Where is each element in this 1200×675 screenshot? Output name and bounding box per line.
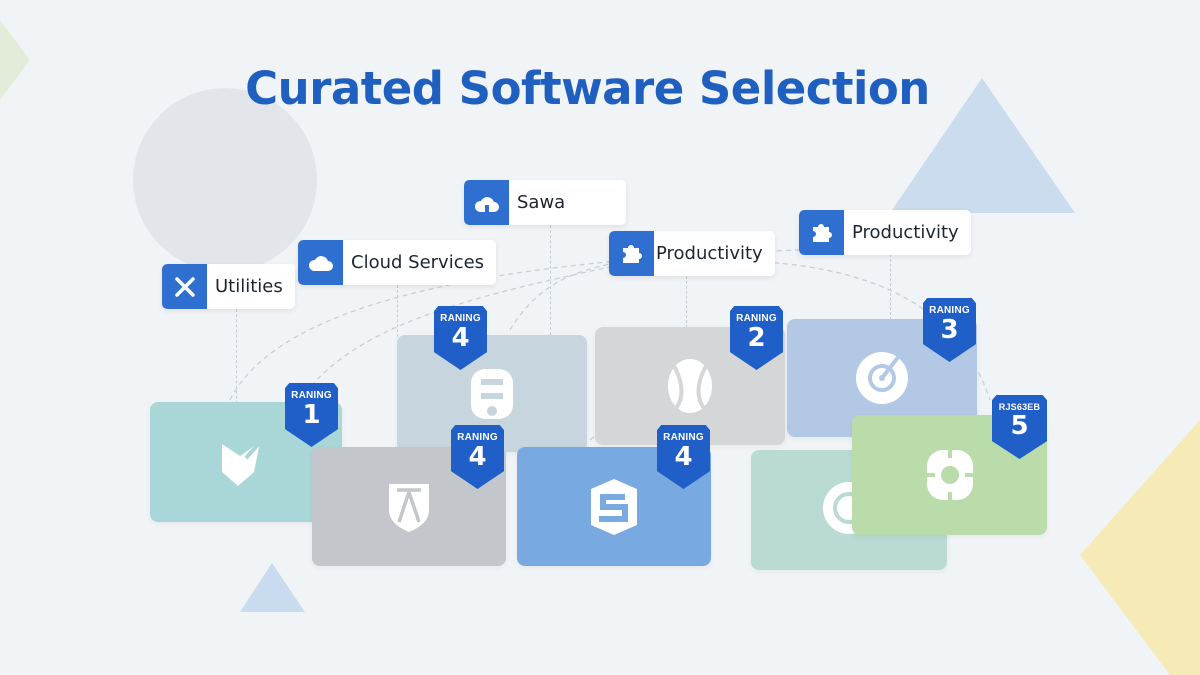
corner-triangle	[0, 20, 30, 100]
background-circle	[133, 88, 317, 272]
category-label: Productivity	[656, 243, 763, 264]
category-utilities[interactable]: Utilities	[162, 264, 295, 309]
badge-rank: 3	[940, 315, 959, 345]
app-logo-icon	[471, 368, 513, 419]
puzzle-icon	[799, 210, 844, 255]
category-label: Cloud Services	[351, 252, 485, 273]
category-label: Sawa	[517, 192, 566, 213]
badge-label: RANING	[291, 390, 332, 401]
app-logo-icon	[389, 483, 429, 532]
badge-label: RANING	[440, 313, 481, 324]
category-label: Productivity	[852, 222, 959, 243]
badge-label: RANING	[457, 432, 498, 443]
app-logo-icon	[856, 352, 908, 404]
wrench-screwdriver-icon	[162, 264, 207, 309]
cloud-home-icon	[464, 180, 509, 225]
software-card-1[interactable]	[150, 402, 342, 522]
badge-rank: 1	[302, 400, 321, 430]
puzzle-icon	[609, 231, 654, 276]
page-title: Curated Software Selection	[245, 62, 930, 115]
badge-rank: 5	[1010, 411, 1029, 441]
badge-label: RANING	[929, 305, 970, 316]
category-label: Utilities	[215, 276, 283, 297]
app-logo-icon	[222, 436, 266, 486]
badge-rank: 2	[747, 323, 766, 353]
app-logo-icon	[926, 450, 973, 500]
badge-label: RANING	[736, 313, 777, 324]
badge-rank: 4	[674, 442, 693, 472]
category-cloud-services[interactable]: Cloud Services	[298, 240, 497, 285]
background-triangle	[890, 78, 1075, 213]
background-diamond	[1080, 420, 1200, 675]
badge-rank: 4	[468, 442, 487, 472]
app-logo-icon	[823, 482, 861, 534]
cloud-icon	[298, 240, 343, 285]
background-triangle-small	[240, 563, 305, 612]
badge-rank: 4	[451, 323, 470, 353]
category-productivity[interactable]: Productivity	[609, 231, 775, 276]
app-logo-icon	[668, 359, 712, 414]
badge-label: RANING	[663, 432, 704, 443]
category-productivity-2[interactable]: Productivity	[799, 210, 971, 255]
badge-label: RJS63EB	[998, 402, 1041, 412]
app-logo-icon	[591, 478, 637, 535]
category-sawa[interactable]: Sawa	[464, 180, 626, 225]
